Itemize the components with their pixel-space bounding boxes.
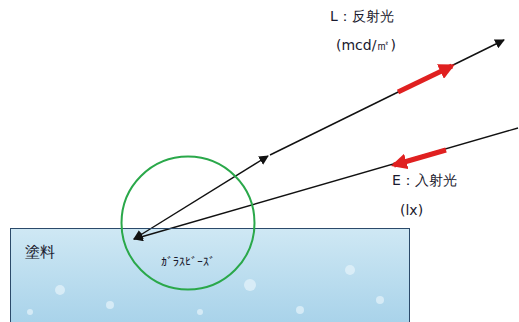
incident-light-label: E：入射光: [392, 172, 457, 190]
node-text: ｶﾞﾗｽﾋﾞｰｽﾞ: [161, 255, 215, 269]
reflected-light-label: L：反射光: [330, 8, 394, 26]
glass-bead: ｶﾞﾗｽﾋﾞｰｽﾞ: [120, 155, 256, 291]
unit-label: (lx): [400, 202, 423, 218]
node-text: 塗料: [25, 243, 55, 262]
bead-outline: [120, 155, 256, 291]
paint-layer: 塗料: [10, 228, 410, 322]
unit-label: (mcd/㎡): [336, 37, 396, 55]
